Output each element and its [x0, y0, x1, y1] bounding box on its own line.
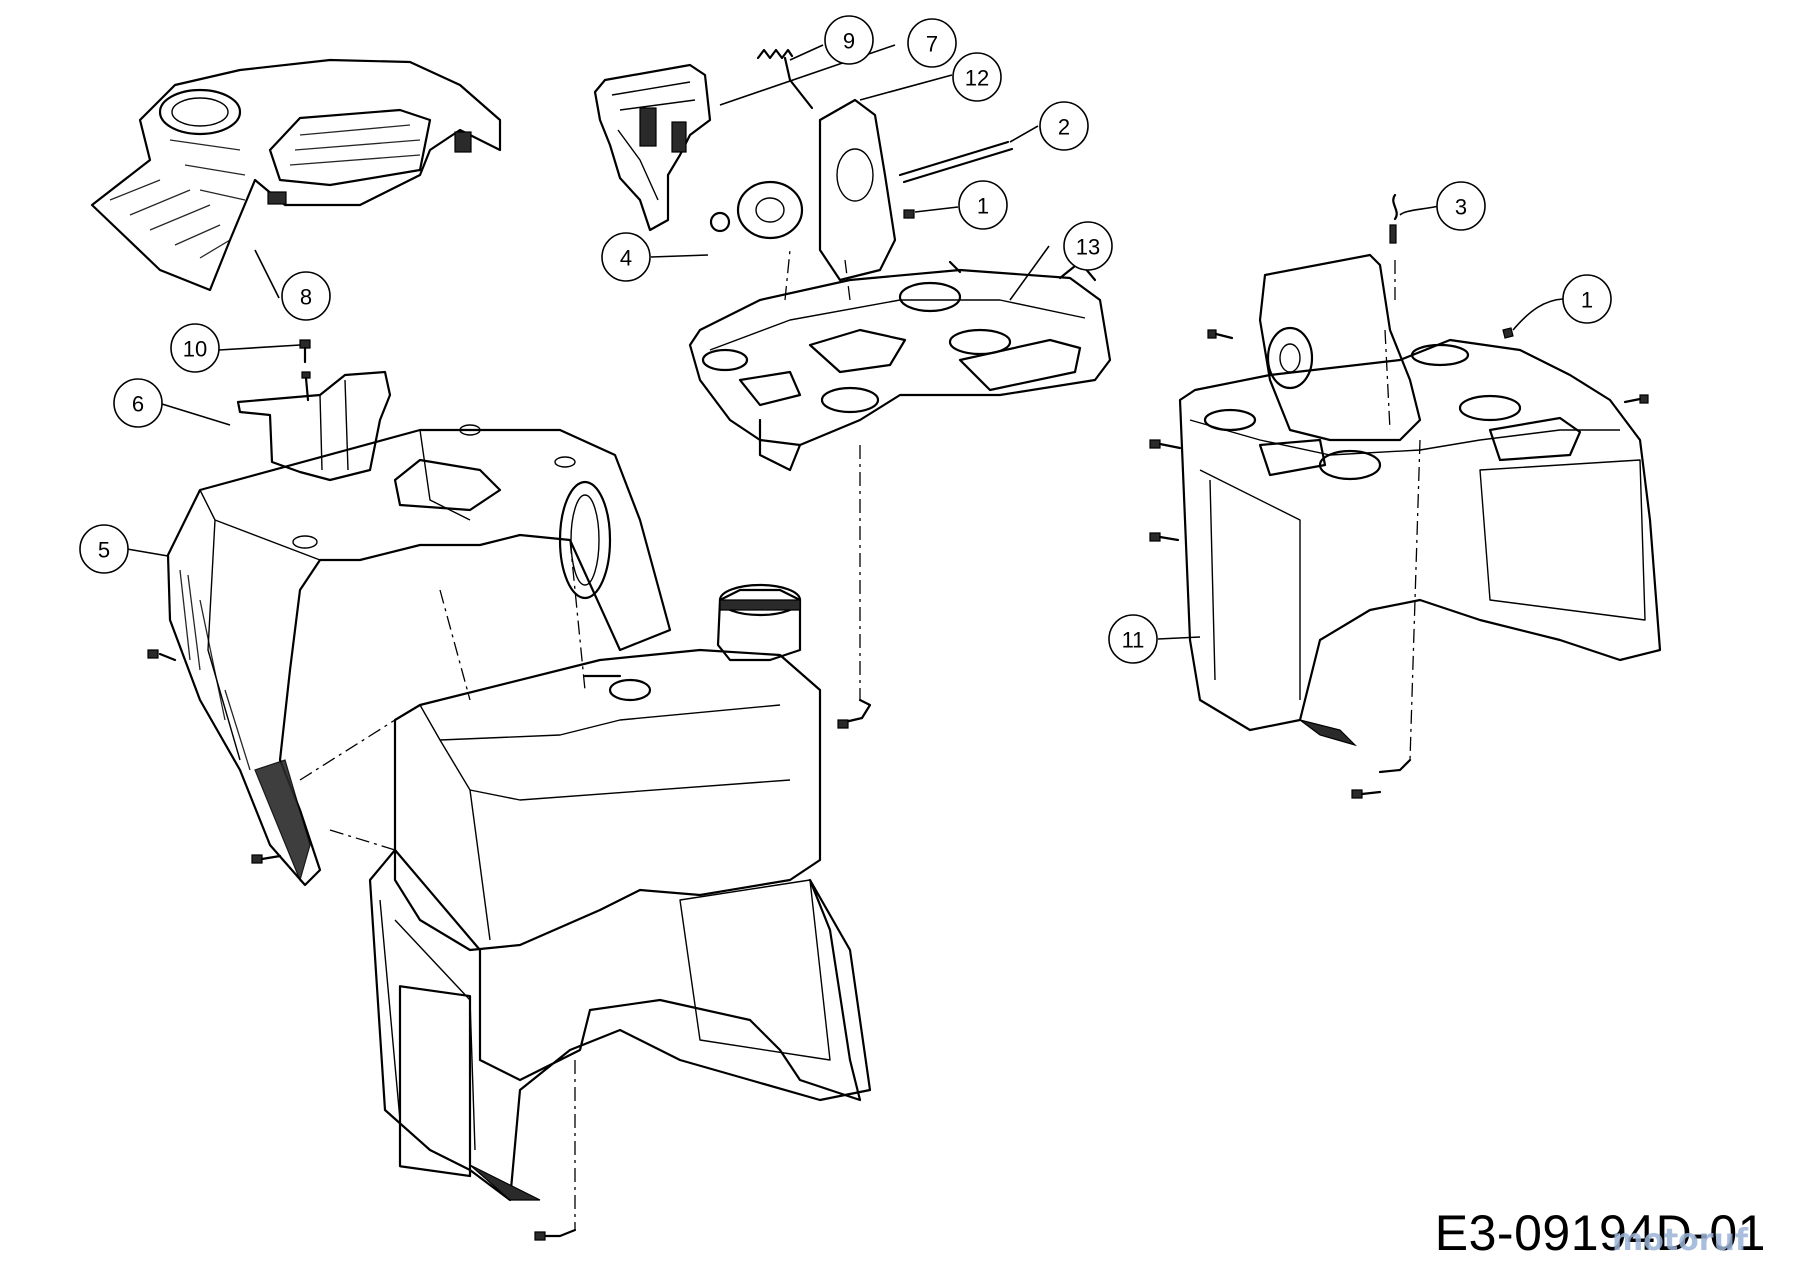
callout-10: 10	[170, 323, 220, 373]
part-2-rod	[898, 140, 1014, 184]
grommet-4	[709, 211, 731, 233]
bolt-11c	[1207, 329, 1217, 339]
part-10-bolt	[299, 339, 311, 402]
callout-12: 12	[952, 52, 1002, 102]
callout-8: 8	[281, 271, 331, 321]
callout-13-label: 13	[1076, 235, 1100, 260]
part-12-bracket	[593, 63, 712, 232]
callout-8-label: 8	[300, 285, 312, 310]
bolt-11a	[1149, 439, 1161, 449]
callout-4-label: 4	[620, 246, 632, 271]
watermark-logo: motoruf	[1611, 1223, 1748, 1258]
callout-4: 4	[601, 232, 651, 282]
front-lower-fender	[299, 539, 872, 1238]
bolt-1-upper	[903, 209, 915, 219]
callout-11: 11	[1108, 614, 1158, 664]
callout-5-label: 5	[98, 538, 110, 563]
bolt-1-right	[1502, 327, 1514, 339]
callout-11-label: 11	[1122, 628, 1145, 653]
callout-1a: 1	[958, 180, 1008, 230]
bolt-11b	[1149, 532, 1161, 542]
callout-6-label: 6	[132, 392, 144, 417]
clip-3	[1392, 193, 1398, 221]
part-6-bracket	[236, 370, 392, 482]
callout-10-label: 10	[183, 337, 207, 362]
callout-2-label: 2	[1058, 115, 1070, 140]
callout-7-label: 7	[926, 32, 938, 57]
callout-12-label: 12	[965, 66, 989, 91]
bolt-rear-bottom	[1351, 789, 1363, 799]
callout-9-label: 9	[843, 29, 855, 54]
leader-lines	[126, 44, 1564, 640]
callout-5: 5	[79, 524, 129, 574]
callout-6: 6	[113, 378, 163, 428]
callout-9: 9	[824, 15, 874, 65]
part-9-spring	[756, 48, 814, 110]
part-5-hood	[166, 424, 672, 887]
part-11-assembly	[1178, 224, 1662, 774]
callout-3: 3	[1436, 181, 1486, 231]
fasteners	[147, 193, 1649, 1241]
callout-1b: 1	[1562, 274, 1612, 324]
part-8-dash-cover	[90, 58, 502, 292]
bolt-11d	[1639, 394, 1649, 404]
bolt-rod-end	[837, 719, 849, 729]
drawing-code: E3-09194D-01	[1434, 1205, 1766, 1261]
callout-13: 13	[1063, 221, 1113, 271]
callout-2: 2	[1039, 101, 1089, 151]
bolt-5a	[147, 649, 159, 659]
bolt-5b	[251, 854, 263, 864]
bolt-front-bottom	[534, 1231, 546, 1241]
callout-1a-label: 1	[977, 194, 989, 219]
part-13-console-plate	[688, 98, 1112, 724]
callout-3-label: 3	[1455, 195, 1467, 220]
fuel-tank	[393, 583, 822, 952]
callout-7: 7	[907, 18, 957, 68]
callout-1b-label: 1	[1581, 288, 1593, 313]
